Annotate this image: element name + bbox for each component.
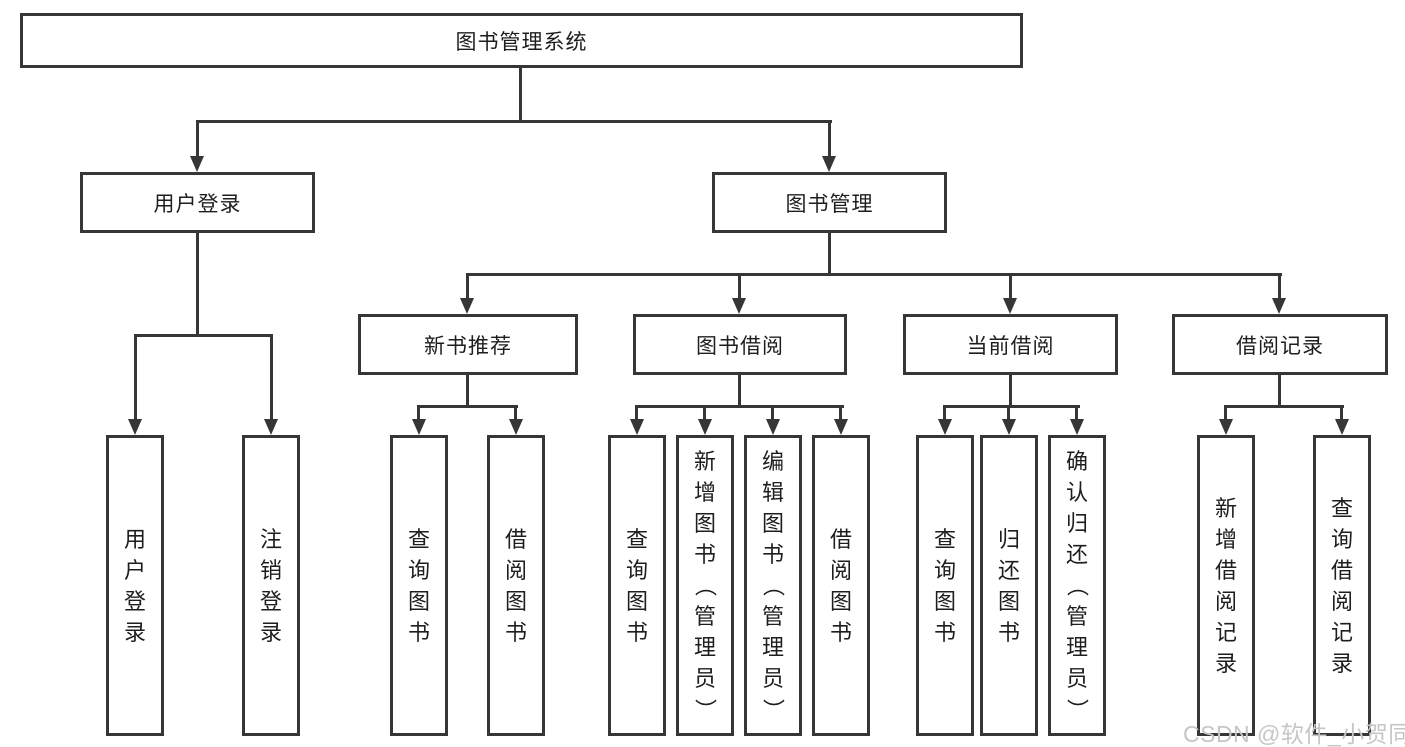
arrow-down-icon bbox=[1002, 419, 1016, 435]
arrow-down-icon bbox=[412, 419, 426, 435]
node-current-borrow-label: 当前借阅 bbox=[966, 334, 1055, 358]
node-book-mgmt: 图书管理 bbox=[712, 172, 947, 233]
leaf-borrow-books-newrec: 借阅图书 bbox=[487, 435, 545, 736]
line-stem bbox=[466, 375, 469, 407]
line-stem bbox=[196, 233, 199, 336]
leaf-query-books-current: 查询图书 bbox=[916, 435, 974, 736]
leaf-query-books-borrow: 查询图书 bbox=[608, 435, 666, 736]
line-drop bbox=[738, 273, 741, 300]
line-drop bbox=[635, 405, 638, 421]
leaf-add-books-admin: 新增图书（管理员） bbox=[676, 435, 734, 736]
line-drop bbox=[943, 405, 946, 421]
arrow-down-icon bbox=[1070, 419, 1084, 435]
line-drop bbox=[1224, 405, 1227, 421]
node-book-borrow-label: 图书借阅 bbox=[696, 334, 784, 358]
arrow-down-icon bbox=[1003, 298, 1017, 314]
arrow-down-icon bbox=[698, 419, 712, 435]
line-drop bbox=[466, 273, 469, 300]
line-drop bbox=[1075, 405, 1078, 421]
line-drop bbox=[703, 405, 706, 421]
line-drop bbox=[1007, 405, 1010, 421]
node-borrow-records-label: 借阅记录 bbox=[1236, 334, 1324, 358]
arrow-down-icon bbox=[264, 419, 278, 435]
line-bar bbox=[134, 334, 273, 337]
line-stem bbox=[1278, 375, 1281, 407]
node-new-book-rec: 新书推荐 bbox=[358, 314, 578, 375]
arrow-down-icon bbox=[1335, 419, 1349, 435]
line-bar bbox=[635, 405, 844, 408]
line-drop bbox=[134, 334, 137, 420]
leaf-add-borrow-record: 新增借阅记录 bbox=[1197, 435, 1255, 736]
node-root: 图书管理系统 bbox=[20, 13, 1023, 68]
arrow-down-icon bbox=[822, 156, 836, 172]
leaf-query-borrow-record: 查询借阅记录 bbox=[1313, 435, 1371, 736]
leaf-borrow-books-borrow: 借阅图书 bbox=[812, 435, 870, 736]
node-user-login-label: 用户登录 bbox=[153, 192, 242, 216]
arrow-down-icon bbox=[938, 419, 952, 435]
line-drop bbox=[1009, 273, 1012, 300]
line-drop bbox=[417, 405, 420, 421]
leaf-edit-books-admin: 编辑图书（管理员） bbox=[744, 435, 802, 736]
line-drop bbox=[1278, 273, 1281, 300]
arrow-down-icon bbox=[766, 419, 780, 435]
line-bar bbox=[1224, 405, 1344, 408]
arrow-down-icon bbox=[190, 156, 204, 172]
line-drop bbox=[196, 120, 199, 157]
watermark: CSDN @软件_小贺同学 bbox=[1183, 721, 1405, 747]
line-stem bbox=[828, 233, 831, 275]
node-current-borrow: 当前借阅 bbox=[903, 314, 1118, 375]
line-drop bbox=[828, 120, 831, 157]
line-drop bbox=[771, 405, 774, 421]
leaf-query-books-newrec: 查询图书 bbox=[390, 435, 448, 736]
line-bar bbox=[196, 120, 832, 123]
line-bar bbox=[943, 405, 1080, 408]
node-user-login: 用户登录 bbox=[80, 172, 315, 233]
arrow-down-icon bbox=[128, 419, 142, 435]
node-book-borrow: 图书借阅 bbox=[633, 314, 847, 375]
arrow-down-icon bbox=[1219, 419, 1233, 435]
line-stem bbox=[519, 68, 522, 122]
node-new-book-rec-label: 新书推荐 bbox=[424, 334, 512, 358]
line-stem bbox=[738, 375, 741, 407]
node-book-mgmt-label: 图书管理 bbox=[785, 192, 874, 216]
line-drop bbox=[270, 334, 273, 420]
line-drop bbox=[839, 405, 842, 421]
leaf-logout-login: 注销登录 bbox=[242, 435, 300, 736]
arrow-down-icon bbox=[732, 298, 746, 314]
node-borrow-records: 借阅记录 bbox=[1172, 314, 1388, 375]
line-bar bbox=[466, 273, 1282, 276]
arrow-down-icon bbox=[509, 419, 523, 435]
leaf-user-login: 用户登录 bbox=[106, 435, 164, 736]
arrow-down-icon bbox=[630, 419, 644, 435]
line-bar bbox=[417, 405, 518, 408]
line-stem bbox=[1009, 375, 1012, 407]
arrow-down-icon bbox=[1272, 298, 1286, 314]
leaf-return-books: 归还图书 bbox=[980, 435, 1038, 736]
arrow-down-icon bbox=[460, 298, 474, 314]
arrow-down-icon bbox=[834, 419, 848, 435]
line-drop bbox=[1340, 405, 1343, 421]
leaf-confirm-return-admin: 确认归还（管理员） bbox=[1048, 435, 1106, 736]
line-drop bbox=[514, 405, 517, 421]
node-root-label: 图书管理系统 bbox=[455, 30, 588, 54]
